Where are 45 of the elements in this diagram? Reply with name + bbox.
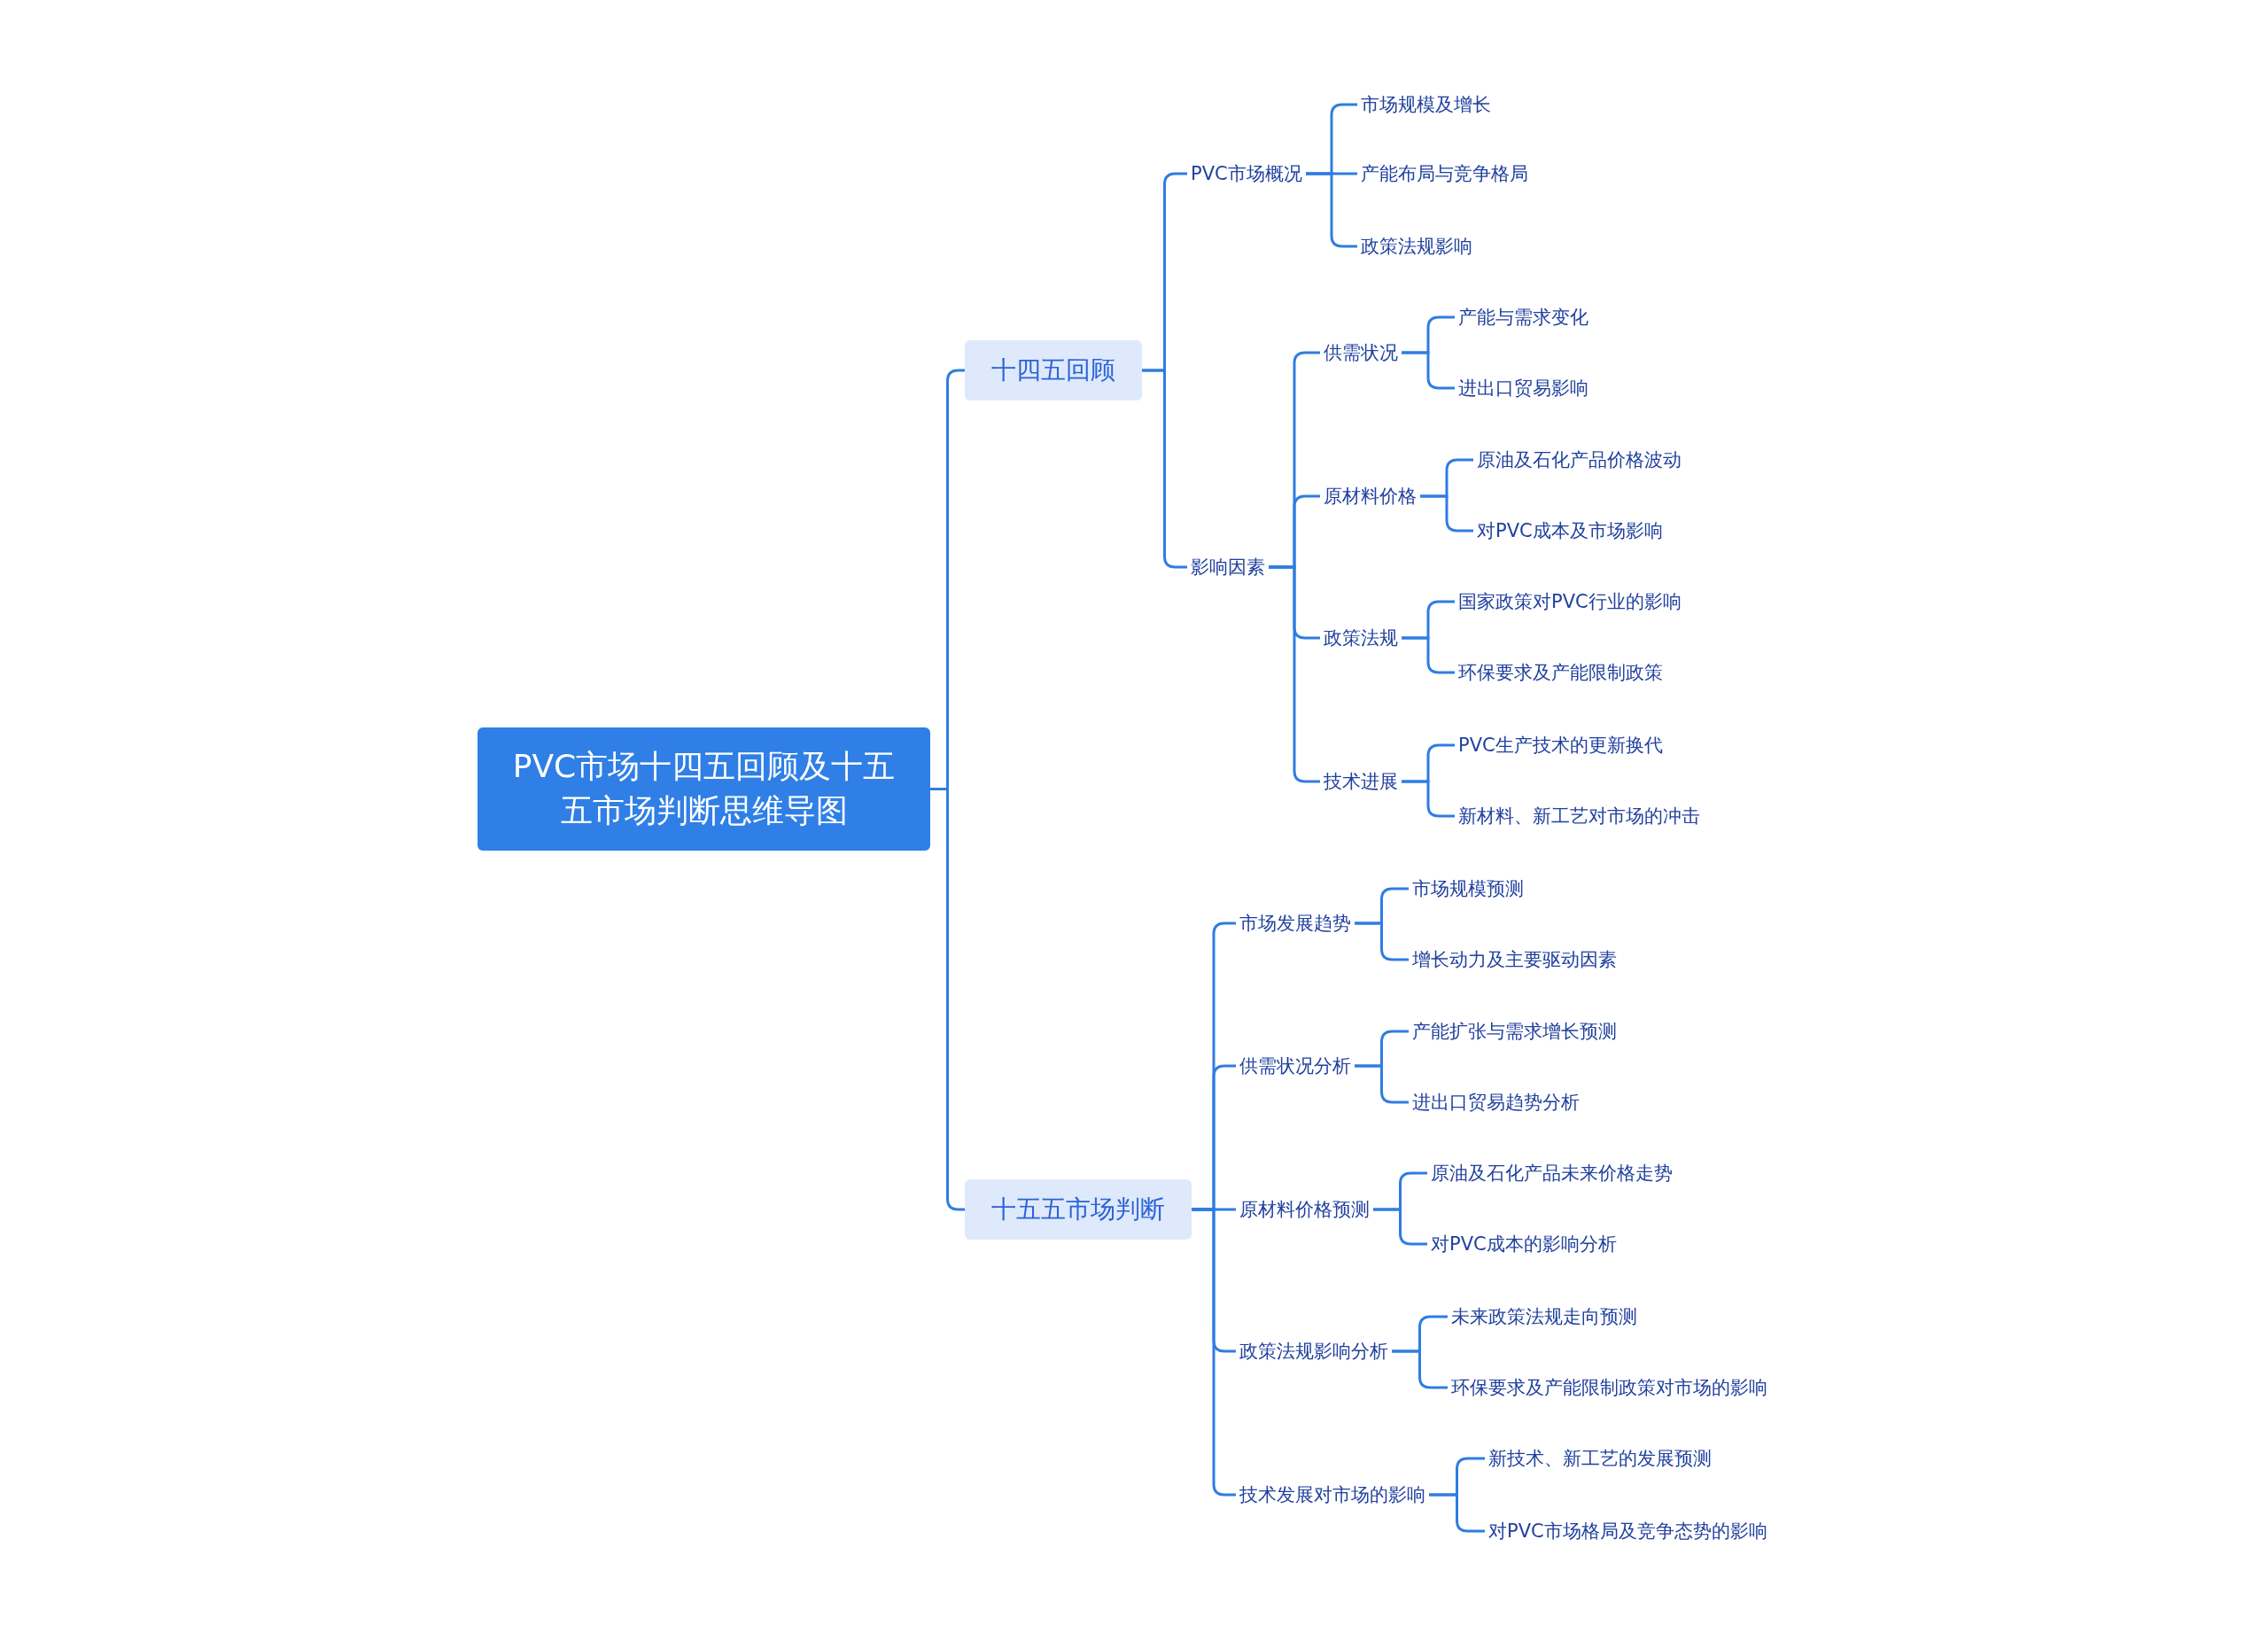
branch-label: 新材料、新工艺对市场的冲击	[1455, 801, 1704, 831]
branch-label: 政策法规影响	[1357, 231, 1476, 261]
branch-label: 对PVC市场格局及竞争态势的影响	[1485, 1516, 1771, 1546]
branch-label: 原材料价格预测	[1236, 1194, 1373, 1225]
connector-line	[930, 788, 965, 1211]
branch-label: 影响因素	[1187, 552, 1269, 582]
branch-label: PVC生产技术的更新换代	[1455, 730, 1666, 760]
connector-line	[1392, 1349, 1448, 1389]
branch-label: 进出口贸易趋势分析	[1409, 1087, 1583, 1117]
branch-label: 进出口贸易影响	[1455, 373, 1592, 403]
branch-label: 环保要求及产能限制政策对市场的影响	[1448, 1372, 1771, 1403]
branch-label: 原材料价格	[1320, 481, 1420, 511]
branch-label: 环保要求及产能限制政策	[1455, 657, 1666, 688]
branch-label: 供需状况	[1320, 338, 1402, 368]
branch-label: 产能扩张与需求增长预测	[1409, 1016, 1620, 1046]
branch-label: 市场发展趋势	[1236, 908, 1355, 938]
connector-line	[1402, 636, 1455, 674]
branch-label: 政策法规	[1320, 623, 1402, 653]
connector-line	[1355, 1064, 1409, 1104]
branch-label: 国家政策对PVC行业的影响	[1455, 587, 1685, 617]
branch-label: 技术进展	[1320, 766, 1402, 797]
branch-label: PVC市场概况	[1187, 159, 1306, 189]
branch-label: 对PVC成本及市场影响	[1473, 516, 1666, 546]
branch-label: 未来政策法规走向预测	[1448, 1302, 1641, 1332]
connector-line	[1355, 921, 1409, 961]
branch-label: 技术发展对市场的影响	[1236, 1480, 1429, 1510]
connector-line	[1429, 1493, 1485, 1533]
root-topic-box: PVC市场十四五回顾及十五五市场判断思维导图	[478, 727, 930, 851]
branch-label: 产能布局与竞争格局	[1357, 159, 1532, 189]
connector-line	[1420, 494, 1473, 533]
connector-line	[1402, 780, 1455, 818]
branch-label: 原油及石化产品价格波动	[1473, 445, 1685, 475]
connector-line	[1402, 351, 1455, 390]
branch-label: 新技术、新工艺的发展预测	[1485, 1443, 1715, 1474]
branch-label: 产能与需求变化	[1455, 302, 1592, 332]
branch-label: 供需状况分析	[1236, 1051, 1355, 1081]
branch-label: 市场规模预测	[1409, 874, 1527, 904]
connector-line	[1373, 1208, 1427, 1246]
topic-box: 十四五回顾	[965, 340, 1142, 400]
branch-label: 原油及石化产品未来价格走势	[1427, 1158, 1676, 1188]
branch-label: 对PVC成本的影响分析	[1427, 1229, 1620, 1259]
branch-label: 政策法规影响分析	[1236, 1336, 1392, 1366]
branch-label: 市场规模及增长	[1357, 89, 1495, 120]
topic-box: 十五五市场判断	[965, 1179, 1192, 1240]
branch-label: 增长动力及主要驱动因素	[1409, 945, 1620, 975]
